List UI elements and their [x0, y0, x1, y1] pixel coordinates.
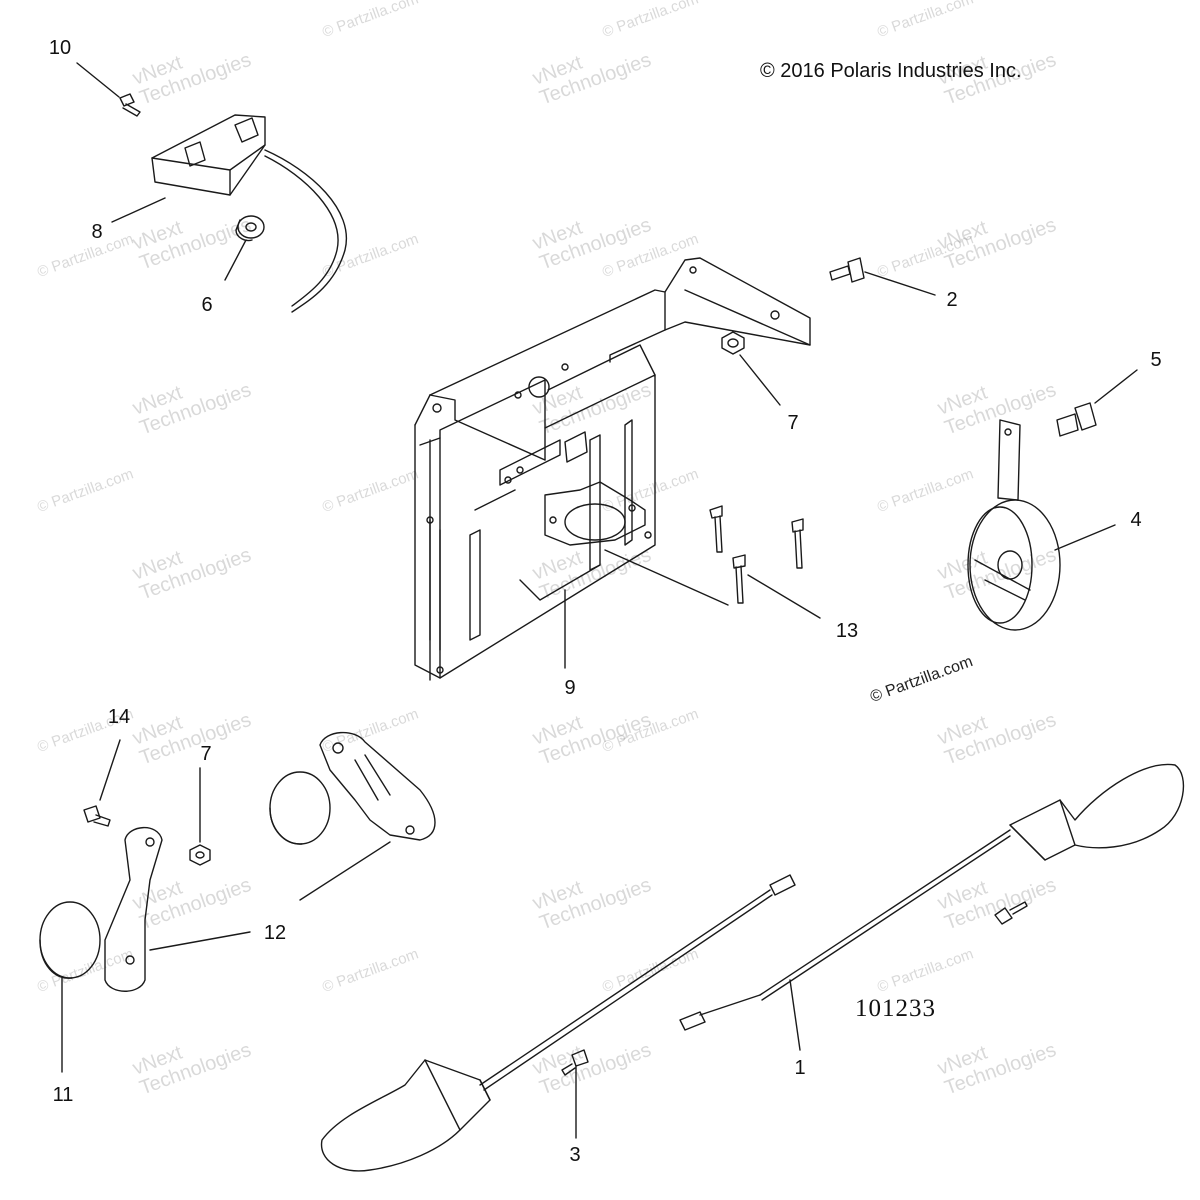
callout-14: 14: [107, 706, 131, 728]
part-10-screw: [119, 93, 141, 117]
callout-2: 2: [946, 289, 958, 311]
part-7-nut-lower: [189, 844, 211, 866]
leader-line: [149, 931, 251, 951]
part-2-bolt: [829, 257, 865, 283]
leader-line: [1054, 524, 1116, 551]
part-12-bracket-lower: [104, 826, 163, 992]
leader-line: [76, 62, 120, 98]
leader-line: [739, 354, 781, 406]
part-6-grommet: [235, 215, 265, 242]
part-4-horn: [967, 419, 1061, 631]
part-13-screws: [709, 505, 804, 604]
callout-1: 1: [794, 1057, 806, 1079]
leader-line: [789, 979, 801, 1051]
part-1-turn-signal-left: [320, 874, 796, 1172]
part-11-reflector-lower: [39, 901, 101, 979]
part-12-bracket-upper: [319, 731, 436, 841]
part-8-lamp: [151, 114, 348, 313]
callout-4: 4: [1130, 509, 1142, 531]
part-3-screw: [561, 901, 1028, 1076]
callout-9: 9: [564, 677, 576, 699]
leader-line: [111, 197, 166, 223]
part-7-nut-upper: [721, 331, 745, 355]
leader-line: [224, 239, 247, 281]
leader-line: [99, 739, 121, 801]
leader-line: [604, 549, 729, 606]
callout-12: 12: [263, 922, 287, 944]
callout-13: 13: [835, 620, 859, 642]
callout-5: 5: [1150, 349, 1162, 371]
drawing-number: 101233: [855, 995, 936, 1022]
copyright-notice: © 2016 Polaris Industries Inc.: [760, 60, 1022, 82]
leader-line: [747, 574, 821, 619]
leader-line: [864, 271, 936, 296]
leader-line: [1094, 369, 1138, 404]
part-5-bolt: [1056, 402, 1097, 437]
part-9-bracket: [414, 257, 811, 681]
callout-7-lower: 7: [200, 743, 212, 765]
callout-3: 3: [569, 1144, 581, 1166]
callout-7-upper: 7: [787, 412, 799, 434]
callout-8: 8: [91, 221, 103, 243]
leader-line: [299, 841, 391, 901]
part-14-screw: [83, 805, 111, 827]
callout-6: 6: [201, 294, 213, 316]
part-1-turn-signal-right: [679, 763, 1185, 1031]
callout-11: 11: [52, 1084, 74, 1106]
callout-10: 10: [48, 37, 72, 59]
part-11-reflector-upper: [269, 771, 331, 845]
